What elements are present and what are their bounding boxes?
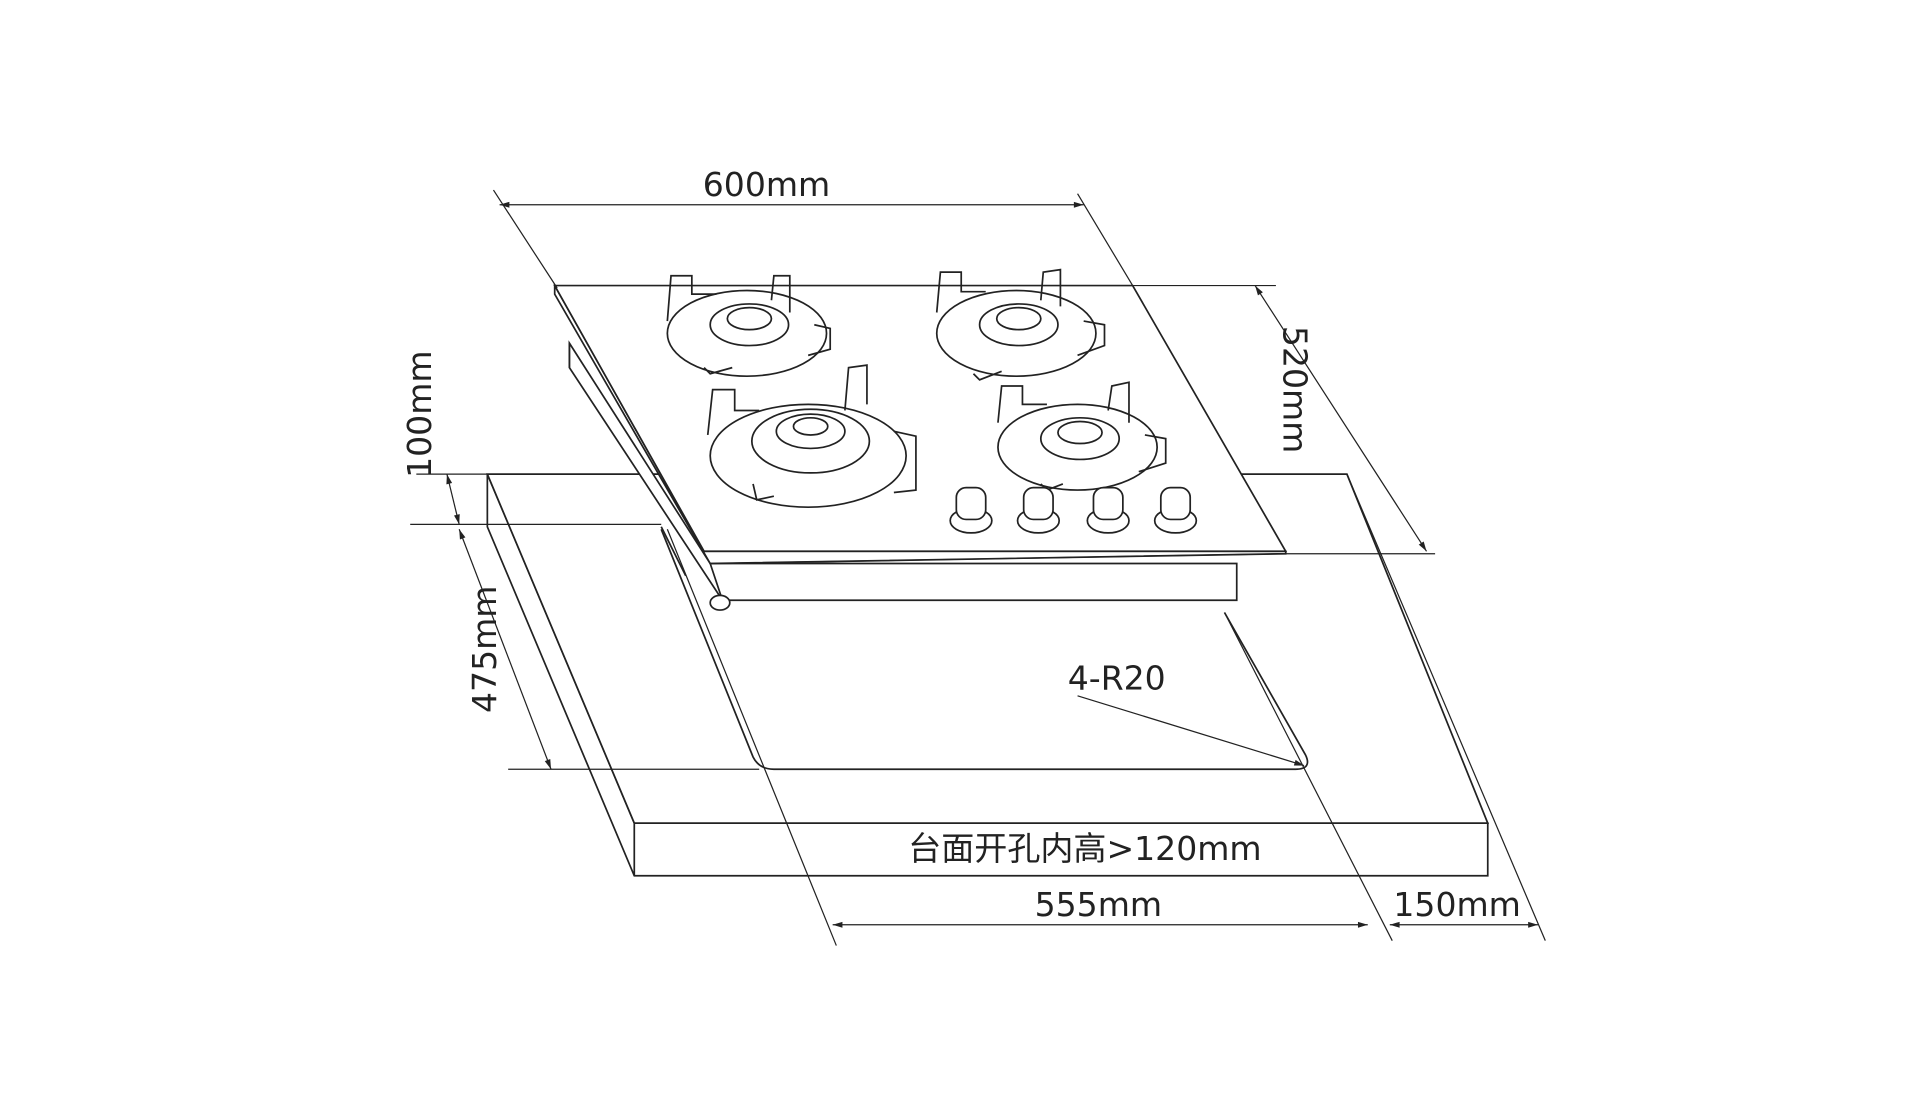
burner-front-left-wok [706, 364, 917, 509]
burner-rear-left [666, 274, 832, 378]
svg-text:475mm: 475mm [465, 586, 504, 713]
dimension-600mm: 600mm [492, 165, 1134, 289]
svg-text:555mm: 555mm [1035, 885, 1162, 924]
dimension-100mm: 100mm [400, 350, 662, 525]
svg-text:100mm: 100mm [400, 350, 439, 477]
knob-3 [1086, 486, 1130, 534]
svg-text:600mm: 600mm [703, 165, 830, 204]
dimension-555mm: 555mm [666, 529, 1393, 946]
dimension-150mm: 150mm [1346, 473, 1546, 941]
burner-rear-right [935, 268, 1106, 381]
svg-text:150mm: 150mm [1393, 885, 1520, 924]
burner-front-right [997, 381, 1167, 492]
dimension-475mm: 475mm [458, 529, 760, 770]
svg-text:520mm: 520mm [1275, 326, 1314, 453]
dimension-520mm: 520mm [1132, 284, 1436, 555]
knob-2 [1016, 486, 1061, 534]
knob-1 [949, 486, 993, 534]
svg-text:4-R20: 4-R20 [1068, 659, 1166, 698]
control-knobs [949, 486, 1198, 534]
annotation-corner-radius: 4-R20 [1068, 659, 1305, 767]
knob-4 [1153, 486, 1198, 534]
counter-cutout-height-label: 台面开孔内高>120mm [908, 829, 1261, 868]
countertop-cutout [660, 528, 1309, 771]
